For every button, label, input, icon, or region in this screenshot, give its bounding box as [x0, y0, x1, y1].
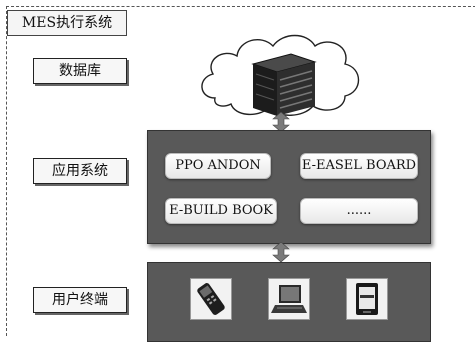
app-ppo-andon[interactable]: PPO ANDON [165, 153, 271, 179]
db-app-arrow-icon [272, 112, 290, 132]
app-e-build-book[interactable]: E-BUILD BOOK [165, 198, 277, 224]
app-more-ellipsis[interactable]: ...... [300, 198, 418, 224]
application-layer-label: 应用系统 [33, 158, 127, 184]
laptop-icon [268, 278, 310, 320]
mes-system-frame [6, 6, 475, 336]
system-title: MES执行系统 [7, 10, 127, 36]
database-layer-label: 数据库 [33, 58, 127, 84]
database-server-cloud-icon [201, 34, 360, 116]
terminal-panel [147, 262, 431, 342]
app-terminal-arrow-icon [272, 242, 290, 262]
application-panel: PPO ANDON E-EASEL BOARD E-BUILD BOOK ...… [147, 130, 431, 244]
terminal-layer-label: 用户终端 [33, 287, 127, 313]
tablet-icon [346, 278, 388, 320]
app-e-easel-board[interactable]: E-EASEL BOARD [300, 153, 418, 179]
handheld-scanner-icon [190, 278, 232, 320]
